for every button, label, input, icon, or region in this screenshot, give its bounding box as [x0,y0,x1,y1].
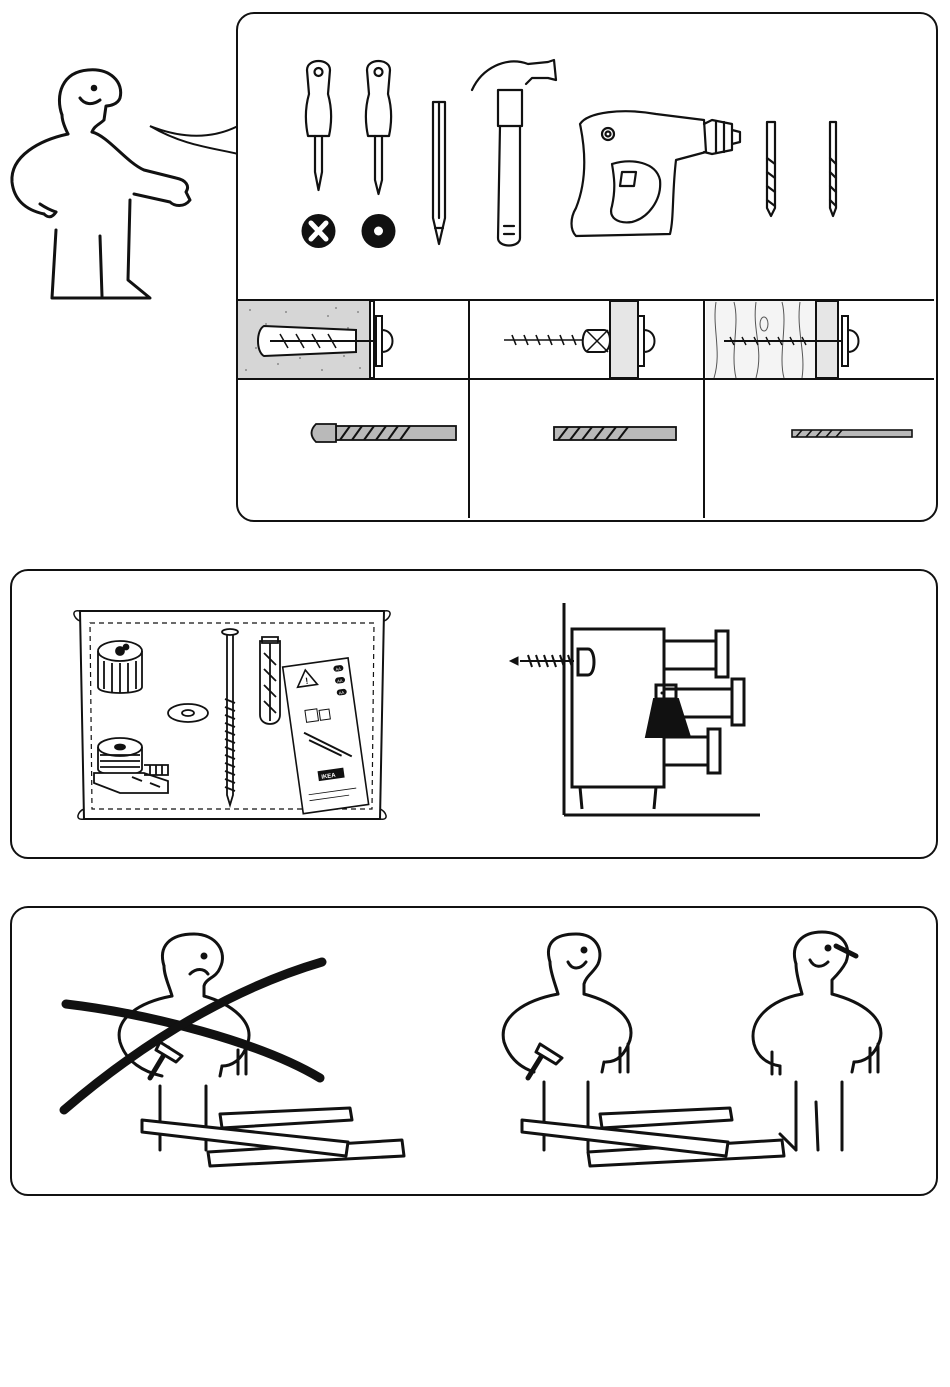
drill-bit-icon [830,122,836,216]
concrete-wall-plug-icon [238,301,393,378]
dot-circle-icon [362,214,396,248]
phillips-screwdriver-icon [306,61,331,190]
wood-wall-screw-icon [706,301,859,378]
alone-crossed-icon [64,934,404,1166]
masonry-bit-icon [312,424,457,442]
wall-anchored-cabinet-icon [510,603,760,815]
hammer-icon [472,60,556,246]
plasterboard-toggle-icon [504,301,655,378]
leaflet-code: AA [338,690,344,696]
drill-bit-icon [767,122,775,216]
washer-icon [168,704,208,722]
parts-illustrations: ! AA AA AA IKEA [10,569,936,859]
leaflet-code: AA [337,678,343,684]
drill-icon [572,111,741,236]
wall-plug-icon [260,637,280,724]
masonry-bit-icon [554,427,676,440]
cross-circle-icon [302,214,336,248]
tools-illustrations [236,12,936,522]
two-people-icon [503,932,881,1166]
pencil-icon [433,102,445,244]
pointing-man-icon [0,60,250,310]
cam-lock-icon [98,641,142,693]
leaflet-code: AA [335,666,341,672]
wood-bit-icon [792,430,912,437]
help-illustrations [10,906,936,1196]
flat-screwdriver-icon [366,61,391,194]
